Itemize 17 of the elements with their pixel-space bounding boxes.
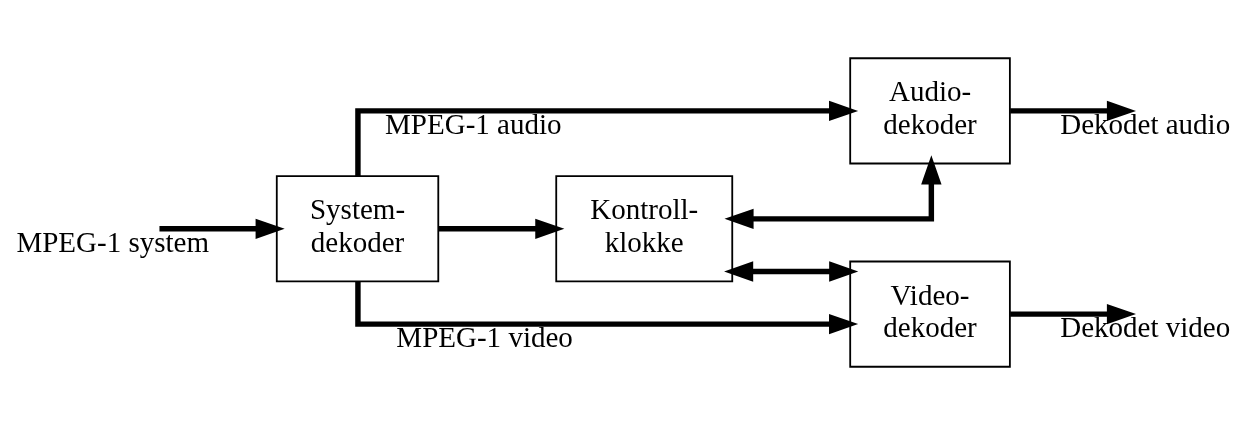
arrow bbox=[438, 218, 565, 239]
edge-label: MPEG-1 system bbox=[16, 226, 210, 259]
node-box: Video- dekoder bbox=[849, 260, 1011, 368]
arrow bbox=[355, 100, 859, 177]
arrow bbox=[724, 155, 942, 230]
arrow bbox=[1010, 100, 1136, 122]
arrow bbox=[1010, 303, 1136, 325]
edge-label: Dekodet audio bbox=[1060, 108, 1231, 141]
arrow bbox=[355, 281, 859, 335]
arrow bbox=[724, 261, 859, 282]
arrow bbox=[159, 218, 285, 239]
edge-label: MPEG-1 audio bbox=[385, 108, 562, 141]
node-box: Kontroll- klokke bbox=[555, 175, 734, 283]
node-box: System- dekoder bbox=[275, 175, 440, 283]
node-box: Audio- dekoder bbox=[849, 57, 1011, 165]
edge-label: MPEG-1 video bbox=[396, 321, 573, 354]
edge-label: Dekodet video bbox=[1060, 311, 1231, 344]
